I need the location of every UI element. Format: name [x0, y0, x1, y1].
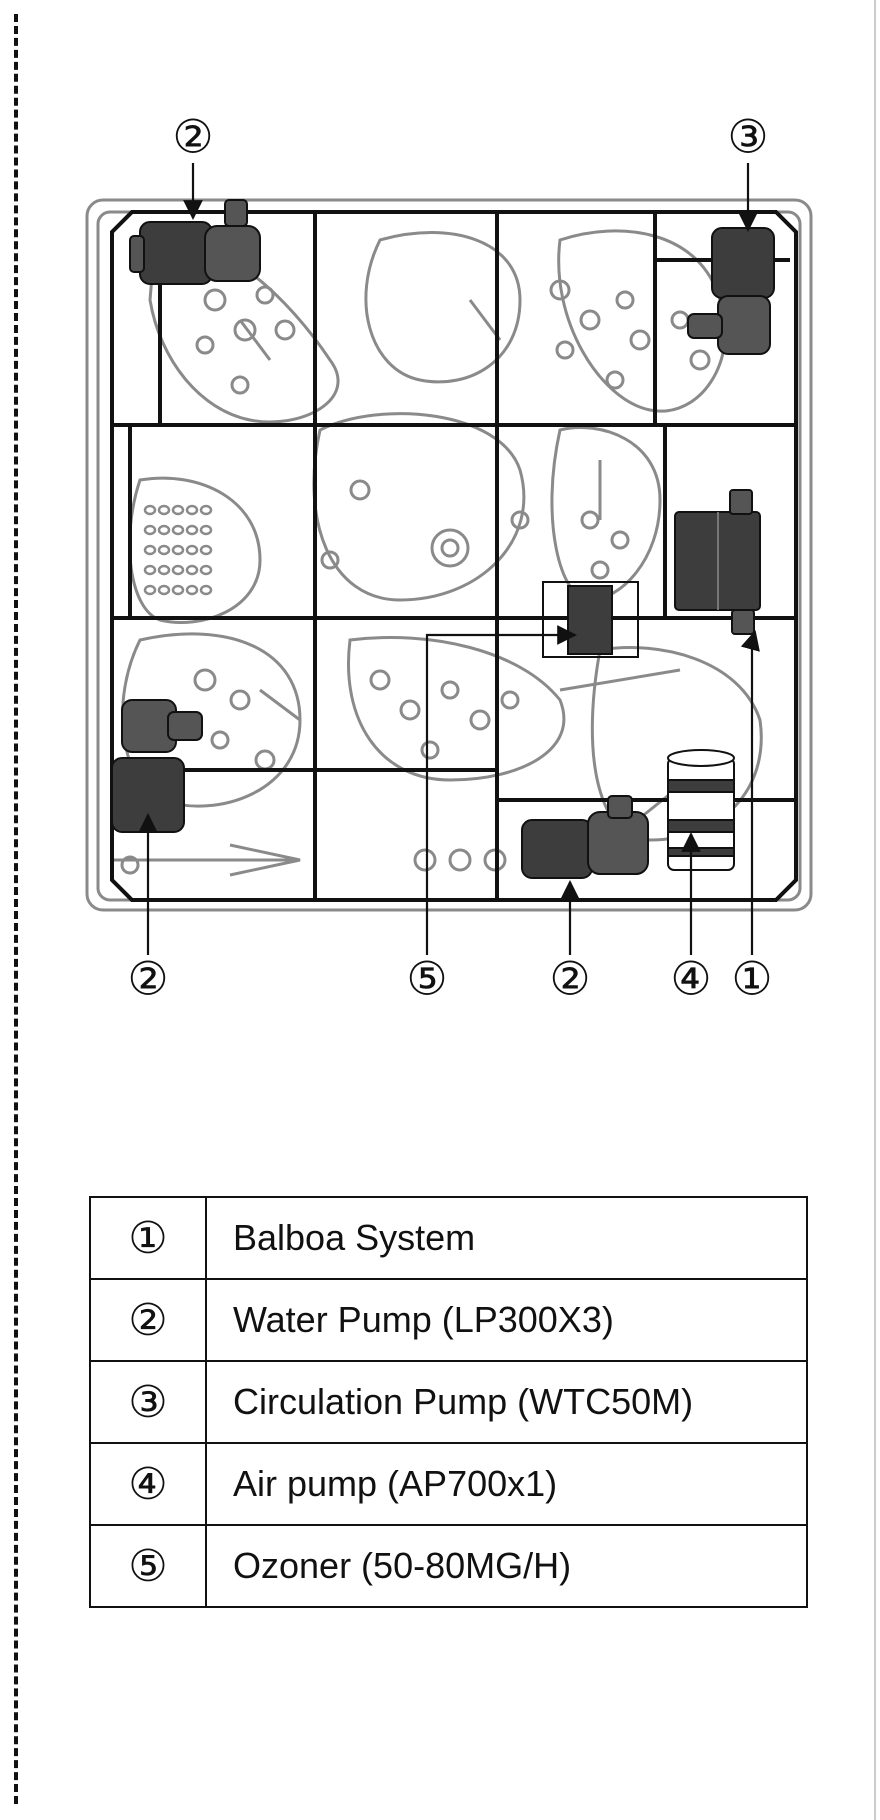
legend-number: ③	[89, 1360, 207, 1444]
support-frame	[110, 210, 798, 902]
leader-lines	[138, 163, 760, 955]
callout-balboa: ①	[731, 952, 772, 1006]
legend-label: Water Pump (LP300X3)	[205, 1278, 808, 1362]
legend-label: Circulation Pump (WTC50M)	[205, 1360, 808, 1444]
jet-nozzles	[120, 279, 711, 875]
circulation-pump-top-right	[687, 227, 775, 355]
legend-row: ③ Circulation Pump (WTC50M)	[89, 1360, 808, 1444]
spa-layout-diagram: ② ③ ② ⑤ ② ④ ①	[85, 110, 813, 1006]
legend-number: ①	[89, 1196, 207, 1280]
callout-ozoner: ⑤	[406, 952, 447, 1006]
cut-line	[14, 14, 18, 1804]
legend-row: ② Water Pump (LP300X3)	[89, 1278, 808, 1362]
callout-air-pump: ④	[670, 952, 711, 1006]
legend-label: Air pump (AP700x1)	[205, 1442, 808, 1526]
legend-row: ④ Air pump (AP700x1)	[89, 1442, 808, 1526]
legend-row: ⑤ Ozoner (50-80MG/H)	[89, 1524, 808, 1608]
water-pump-top-left	[129, 199, 261, 285]
water-pump-bottom-left	[111, 699, 203, 833]
air-pump-unit	[667, 749, 735, 871]
water-pump-bottom-middle	[521, 795, 649, 879]
legend-number: ②	[89, 1278, 207, 1362]
legend-number: ⑤	[89, 1524, 207, 1608]
massage-jet-grid	[143, 504, 213, 596]
legend-label: Balboa System	[205, 1196, 808, 1280]
balboa-control-box	[674, 489, 761, 635]
callout-water-pump-top: ②	[172, 110, 213, 164]
page-edge	[874, 0, 876, 1820]
legend-row: ① Balboa System	[89, 1196, 808, 1280]
component-legend-table: ① Balboa System ② Water Pump (LP300X3) ③…	[89, 1196, 808, 1608]
legend-number: ④	[89, 1442, 207, 1526]
callout-water-pump-left: ②	[127, 952, 168, 1006]
callout-water-pump-bottom: ②	[549, 952, 590, 1006]
legend-label: Ozoner (50-80MG/H)	[205, 1524, 808, 1608]
callout-circulation-pump: ③	[727, 110, 768, 164]
